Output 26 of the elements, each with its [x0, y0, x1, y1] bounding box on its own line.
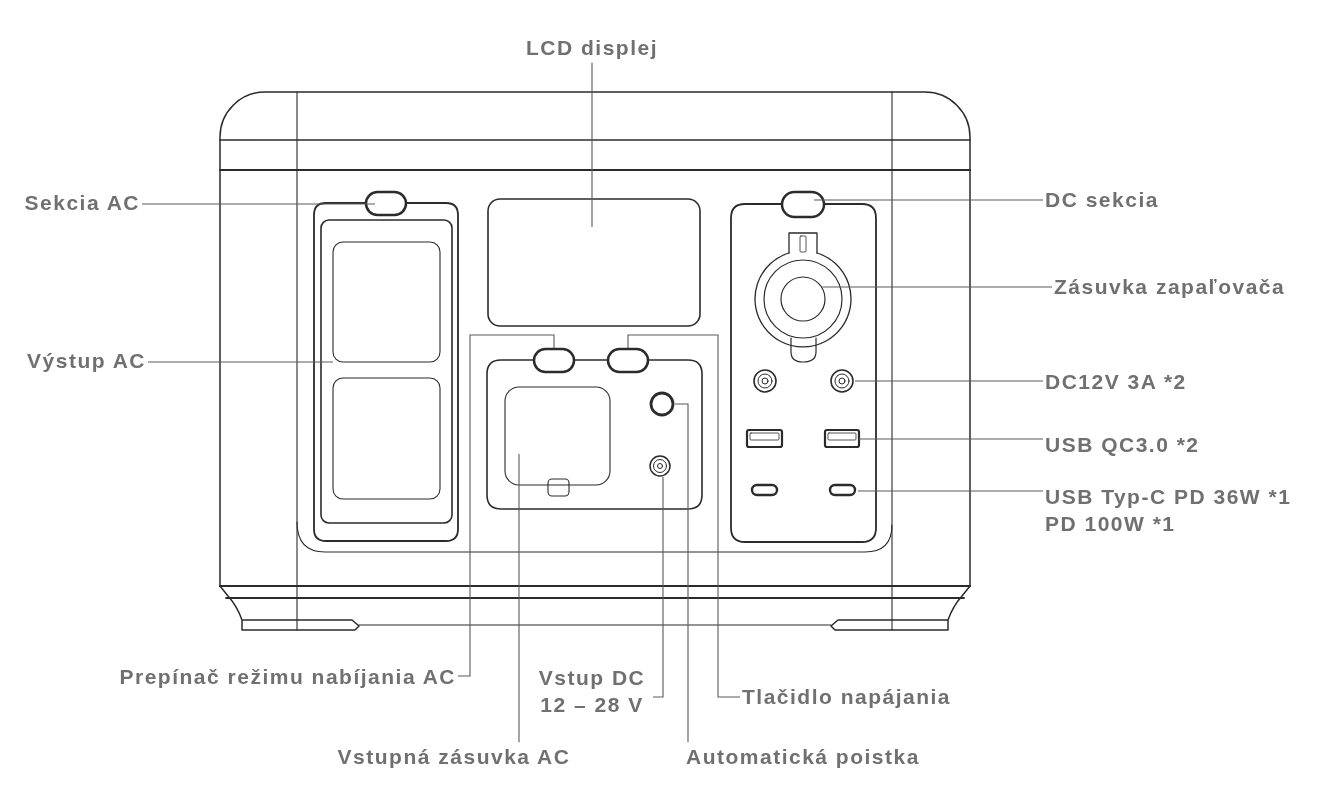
leader-line — [858, 438, 1044, 440]
callout-label: Sekcia AC — [22, 188, 142, 218]
callout-label: Tlačidlo napájania — [740, 682, 954, 712]
callout-label: USB QC3.0 *2 — [1043, 430, 1202, 460]
leader-line — [813, 199, 1044, 201]
leader-line — [652, 476, 664, 698]
callout-label: Automatická poistka — [684, 742, 922, 772]
leader-line — [591, 62, 593, 228]
callout-label: Vstup DC 12 – 28 V — [531, 662, 653, 720]
leader-line — [627, 334, 741, 698]
callout-label: USB Typ-C PD 36W *1 PD 100W *1 — [1043, 481, 1311, 539]
leader-line — [674, 403, 689, 743]
leader-line — [518, 453, 520, 743]
leader-line — [457, 334, 555, 677]
leader-line — [821, 286, 1053, 288]
callout-label: LCD displej — [524, 33, 660, 63]
callout-label: Výstup AC — [25, 346, 148, 376]
callout-label: Prepínač režimu nabíjania AC — [117, 662, 458, 692]
callout-label: DC sekcia — [1043, 185, 1161, 215]
leader-line — [141, 203, 376, 205]
leader-line — [857, 490, 1044, 492]
callout-label: Vstupná zásuvka AC — [335, 742, 573, 772]
callout-label: Zásuvka zapaľovača — [1052, 272, 1288, 302]
leader-line — [147, 361, 334, 363]
callout-label: DC12V 3A *2 — [1043, 367, 1189, 397]
leader-line — [854, 380, 1044, 382]
